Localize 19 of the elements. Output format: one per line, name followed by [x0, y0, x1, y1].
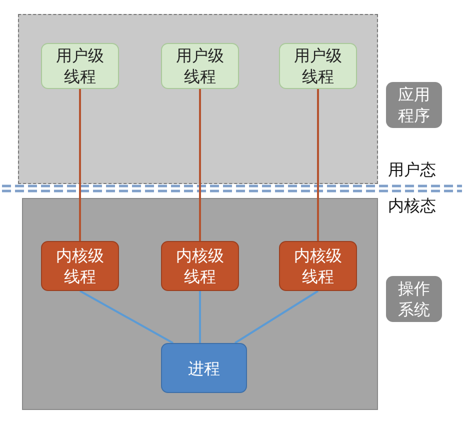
user-space-panel — [18, 14, 378, 184]
connector-line — [199, 89, 201, 241]
connector-line — [199, 291, 201, 343]
user-thread-box: 用户级线程 — [279, 43, 357, 89]
connector-line — [79, 89, 81, 241]
side-label-box: 操作系统 — [386, 276, 442, 322]
kernel-thread-box: 内核级线程 — [279, 241, 357, 291]
kernel-thread-box: 内核级线程 — [161, 241, 239, 291]
connector-line — [234, 290, 319, 344]
connector-line — [317, 89, 319, 241]
side-label-box: 应用程序 — [386, 82, 442, 128]
process-box: 进程 — [161, 343, 247, 393]
kernel-space-panel — [22, 198, 378, 410]
user-thread-box: 用户级线程 — [41, 43, 119, 89]
connector-line — [80, 290, 174, 344]
kernel-thread-box: 内核级线程 — [41, 241, 119, 291]
mode-label: 用户态 — [388, 160, 436, 181]
user-thread-box: 用户级线程 — [161, 43, 239, 89]
mode-label: 内核态 — [388, 196, 436, 217]
